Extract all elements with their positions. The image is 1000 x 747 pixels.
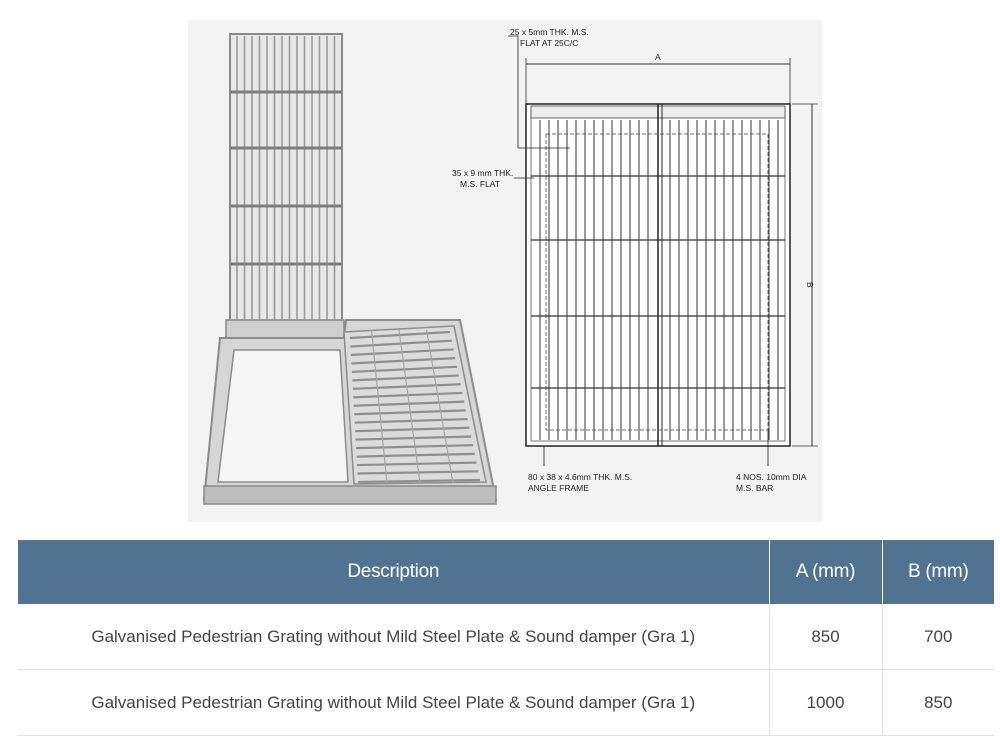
table-header-row: Description A (mm) B (mm) — [18, 540, 994, 604]
bar-label-line2: M.S. BAR — [736, 483, 773, 493]
angle-frame-label-line1: 80 x 38 x 4.6mm THK. M.S. — [528, 472, 632, 482]
grating-drawing-plan: A B — [452, 27, 818, 493]
grating-photo — [202, 33, 498, 505]
cell-description: Galvanised Pedestrian Grating without Mi… — [18, 604, 770, 670]
dimension-a-label: A — [655, 52, 661, 62]
cell-b: 700 — [882, 604, 994, 670]
table-row: Galvanised Pedestrian Grating without Mi… — [18, 604, 994, 670]
angle-frame-label-line2: ANGLE FRAME — [528, 483, 589, 493]
header-a: A (mm) — [769, 540, 883, 604]
flat-top-label-line1: 25 x 5mm THK. M.S. — [510, 27, 589, 37]
header-b: B (mm) — [882, 540, 994, 604]
dimension-b-label: B — [805, 282, 815, 288]
cell-description: Galvanised Pedestrian Grating without Mi… — [18, 669, 770, 736]
bar-label-line1: 4 NOS. 10mm DIA — [736, 472, 807, 482]
header-description: Description — [18, 540, 770, 604]
specification-table: Description A (mm) B (mm) Galvanised Ped… — [18, 540, 994, 736]
cell-a: 850 — [769, 604, 883, 670]
flat-top-label-line2: FLAT AT 25C/C — [520, 38, 578, 48]
cell-b: 850 — [882, 669, 994, 736]
flat-side-label-line2: M.S. FLAT — [460, 179, 500, 189]
flat-side-label-line1: 35 x 9 mm THK. — [452, 168, 513, 178]
grating-figure: A B — [188, 20, 822, 522]
grating-drawing: A B — [202, 27, 818, 505]
table-row: Galvanised Pedestrian Grating without Mi… — [18, 669, 994, 736]
cell-a: 1000 — [769, 669, 883, 736]
